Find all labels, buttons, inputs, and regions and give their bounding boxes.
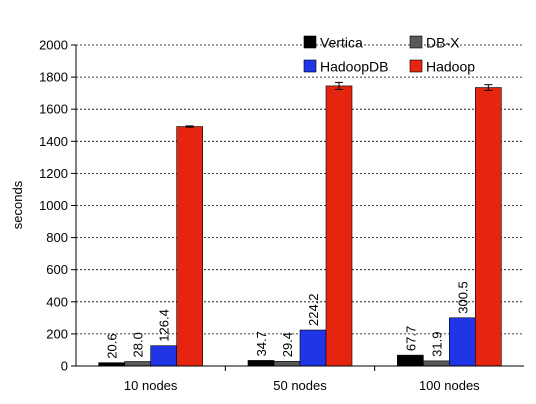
legend-label-vertica: Vertica (320, 35, 363, 51)
data-label: 67.7 (403, 326, 418, 351)
data-label: 126.4 (157, 309, 172, 342)
y-tick-label: 800 (46, 230, 68, 245)
bars (98, 81, 502, 367)
y-tick-label: 400 (46, 294, 68, 309)
data-label: 29.4 (280, 332, 295, 357)
y-axis-label: seconds (10, 180, 25, 229)
y-tick-label: 1000 (39, 198, 68, 213)
legend-swatch-vertica (303, 35, 317, 49)
bar-db-x-0 (124, 361, 151, 367)
y-tick-label: 0 (61, 359, 68, 374)
x-tick-label: 10 nodes (124, 378, 178, 393)
bar-hadoopdb-1 (299, 329, 327, 367)
data-label: 31.9 (429, 332, 444, 357)
legend-label-hadoop: Hadoop (426, 59, 475, 75)
legend-swatch-hadoop (409, 59, 423, 73)
data-labels: 20.6 28.0 126.4 34.7 29.4 224.2 67.7 31.9 300.5 (105, 281, 471, 358)
bar-db-x-1 (273, 360, 301, 367)
x-tick-labels: 10 nodes 50 nodes 100 nodes (124, 378, 480, 393)
bar-hadoop-0 (176, 126, 203, 367)
y-tick-labels: 0 200 400 600 800 1000 1200 1400 1600 1800 2000 (39, 38, 68, 374)
y-tick-label: 1400 (39, 134, 68, 149)
y-tick-label: 1800 (39, 70, 68, 85)
y-tick-label: 200 (46, 326, 68, 341)
bar-vertica-2 (397, 354, 424, 367)
legend-label-db-x: DB-X (426, 35, 460, 51)
legend: Vertica DB-X HadoopDB Hadoop (303, 35, 475, 75)
data-label: 20.6 (105, 333, 120, 358)
bar-hadoop-1 (325, 85, 353, 367)
data-label: 300.5 (455, 281, 470, 314)
legend-label-hadoopdb: HadoopDB (320, 59, 389, 75)
y-tick-label: 2000 (39, 38, 68, 53)
bar-vertica-1 (247, 360, 275, 367)
data-label: 34.7 (254, 331, 269, 356)
bar-hadoop-2 (475, 87, 502, 367)
bar-hadoopdb-2 (449, 317, 476, 367)
x-tick-label: 50 nodes (273, 378, 327, 393)
y-tick-label: 1200 (39, 166, 68, 181)
legend-swatch-hadoopdb (303, 59, 317, 73)
bar-db-x-2 (423, 360, 450, 367)
y-tick-label: 1600 (39, 102, 68, 117)
x-tick-label: 100 nodes (419, 378, 480, 393)
y-tick-label: 600 (46, 262, 68, 277)
data-label: 224.2 (306, 293, 321, 326)
axes (75, 45, 524, 371)
legend-swatch-db-x (409, 35, 423, 49)
bar-hadoopdb-0 (150, 345, 177, 367)
data-label: 28.0 (131, 332, 146, 357)
